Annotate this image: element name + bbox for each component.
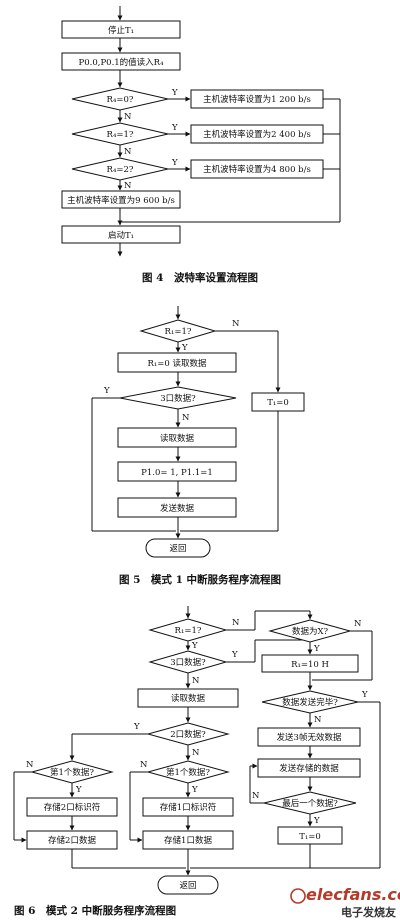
read-data-label: 读取数据	[160, 433, 195, 444]
no-label: N	[314, 715, 322, 725]
return-label: 返回	[179, 880, 196, 891]
send-data-label: 发送数据	[160, 503, 195, 514]
watermark-logo-text: elecfans.com	[306, 885, 400, 904]
figure-6-mode2-flowchart: R₁=1? N Y 3口数据? Y N 数据为X? N Y R₁=10 H 数据…	[13, 606, 381, 917]
decision-r4-eq-0-label: R₄=0?	[107, 95, 134, 105]
send-stored-label: 发送存储的数据	[279, 763, 339, 774]
r1-set-label: R₁=10 H	[291, 660, 329, 670]
return-terminal	[145, 538, 211, 558]
yes-label: Y	[75, 785, 82, 795]
no-label: N	[232, 319, 240, 329]
t1-zero-label: T₁=0	[267, 398, 289, 408]
decision-r4-eq-1-label: R₄=1?	[107, 130, 134, 140]
no-label: N	[124, 181, 132, 191]
figure-4-caption: 图 4 波特率设置流程图	[142, 271, 258, 284]
yes-label: Y	[313, 644, 320, 654]
read-r4-label: P0.0,P0.1的值读入R₄	[79, 57, 165, 68]
no-label: N	[140, 760, 148, 770]
figure-4-baud-rate-flowchart: 停止T₁ P0.0,P0.1的值读入R₄ R₄=0? Y 主机波特率设置为1 2…	[61, 6, 341, 284]
r1-clear-read-label: R₁=0 读取数据	[147, 358, 207, 369]
set-9600-box	[61, 190, 181, 209]
read-data-box	[117, 427, 237, 448]
decision-port3-label: 3口数据?	[170, 657, 206, 668]
decision-r4-eq-2-label: R₄=2?	[107, 165, 134, 175]
set-4800-label: 主机波特率设置为4 800 b/s	[203, 164, 311, 175]
start-t1-box	[61, 225, 181, 244]
no-label: N	[124, 112, 132, 122]
store1-id-label: 存储1口标识符	[160, 802, 216, 813]
decision-port3-label: 3口数据?	[160, 393, 196, 404]
decision-r1-label: R₁=1?	[175, 626, 202, 636]
no-label: N	[192, 748, 200, 758]
yes-label: Y	[181, 343, 188, 353]
figure-5-mode1-flowchart: R₁=1? N Y R₁=0 读取数据 3口数据? Y N T₁=0 读取数据 …	[91, 306, 305, 586]
decision-data-x-label: 数据为X?	[292, 626, 329, 637]
yes-label: Y	[231, 650, 238, 660]
store2-id-label: 存储2口标识符	[44, 802, 100, 813]
decision-send-done-label: 数据发送完毕?	[282, 697, 338, 708]
read-data-label: 读取数据	[171, 693, 206, 704]
p-set-label: P1.0= 1, P1.1=1	[141, 468, 213, 478]
yes-label: Y	[313, 816, 320, 826]
yes-label: Y	[171, 158, 178, 168]
send-data-box	[117, 497, 237, 518]
elecfans-logo-icon	[290, 888, 306, 904]
start-t1-label: 启动T₁	[108, 230, 134, 241]
store2-data-label: 存储2口数据	[48, 835, 96, 846]
yes-label: Y	[191, 641, 198, 651]
send-3-invalid-box	[257, 727, 361, 747]
no-label: N	[124, 147, 132, 157]
return-label: 返回	[169, 543, 186, 554]
no-label: N	[232, 618, 240, 628]
yes-label: Y	[171, 123, 178, 133]
set-1200-label: 主机波特率设置为1 200 b/s	[203, 94, 311, 105]
yes-label: Y	[103, 386, 110, 396]
yes-label: Y	[171, 88, 178, 98]
elecfans-watermark: elecfans.com 电子发烧友	[290, 885, 400, 919]
watermark-cn-text: 电子发烧友	[341, 905, 396, 919]
decision-r1-eq-1-label: R₁=1?	[165, 327, 192, 337]
decision-first-left-label: 第1个数据?	[50, 767, 94, 778]
yes-label: Y	[191, 785, 198, 795]
send-stored-box	[257, 758, 361, 778]
set-2400-label: 主机波特率设置为2 400 b/s	[203, 129, 311, 140]
figure-6-caption: 图 6 模式 2 中断服务程序流程图	[14, 904, 176, 917]
stop-t1-box	[61, 20, 181, 39]
r1-clear-read-box	[117, 352, 237, 373]
p-set-box	[117, 461, 237, 482]
send-3-invalid-label: 发送3帧无效数据	[277, 732, 342, 743]
read-r4-box	[61, 52, 181, 71]
no-label: N	[182, 413, 190, 423]
no-label: N	[252, 791, 260, 801]
set-9600-label: 主机波特率设置为9 600 b/s	[67, 195, 175, 206]
store1-data-label: 存储1口数据	[164, 835, 212, 846]
return-terminal	[157, 875, 219, 895]
decision-first-mid-label: 第1个数据?	[166, 767, 210, 778]
no-label: N	[192, 676, 200, 686]
yes-label: Y	[361, 690, 368, 700]
stop-t1-label: 停止T₁	[108, 25, 134, 36]
no-label: N	[354, 619, 362, 629]
figure-5-caption: 图 5 模式 1 中断服务程序流程图	[119, 573, 281, 586]
decision-last-label: 最后一个数据?	[282, 798, 338, 809]
t1-zero-label: T₁=0	[299, 832, 321, 842]
yes-label: Y	[133, 722, 140, 732]
no-label: N	[26, 760, 34, 770]
decision-port2-label: 2口数据?	[170, 729, 206, 740]
